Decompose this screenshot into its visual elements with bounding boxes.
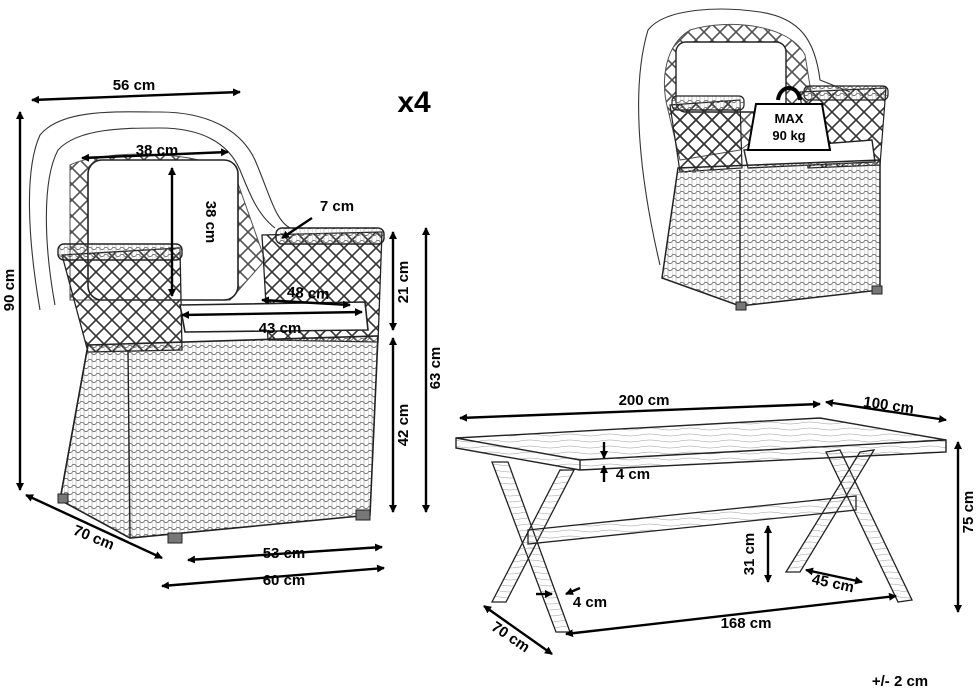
label-seat-height: 42 cm [395,404,412,447]
label-seat-depth: 48 cm [287,284,330,303]
chair-front-drawing [28,111,385,544]
label-stretcher-height: 31 cm [741,533,758,576]
label-leg-thickness: 4 cm [573,594,607,611]
label-inner-length: 168 cm [721,615,772,632]
label-table-height: 75 cm [960,491,977,534]
label-top-thickness: 4 cm [616,466,650,483]
chair-perspective-drawing: MAX 90 kg [638,8,889,311]
label-table-width: 100 cm [862,394,915,418]
label-overall-width: 56 cm [113,77,156,94]
label-quantity: x4 [397,86,431,119]
label-armrest-width: 7 cm [320,198,354,215]
label-leg-span: 45 cm [810,571,855,596]
label-table-length: 200 cm [619,392,670,409]
label-seat-width: 43 cm [259,320,302,337]
weight-icon [746,86,832,151]
table-drawing [455,417,947,633]
label-armrest-height: 63 cm [427,347,444,390]
label-back-cushion-height: 38 cm [202,201,219,244]
label-inner-base-width: 53 cm [263,545,306,562]
load-badge-line2: 90 kg [772,128,805,143]
tolerance-note: +/- 2 cm [872,673,928,690]
label-overall-height: 90 cm [1,269,18,312]
label-back-cushion-width: 38 cm [136,142,179,159]
label-base-width: 60 cm [263,572,306,589]
load-badge-line1: MAX [775,111,804,126]
table-dimension-lines [459,399,962,655]
label-arm-height: 21 cm [395,261,412,304]
chair-dimension-lines [16,88,430,590]
